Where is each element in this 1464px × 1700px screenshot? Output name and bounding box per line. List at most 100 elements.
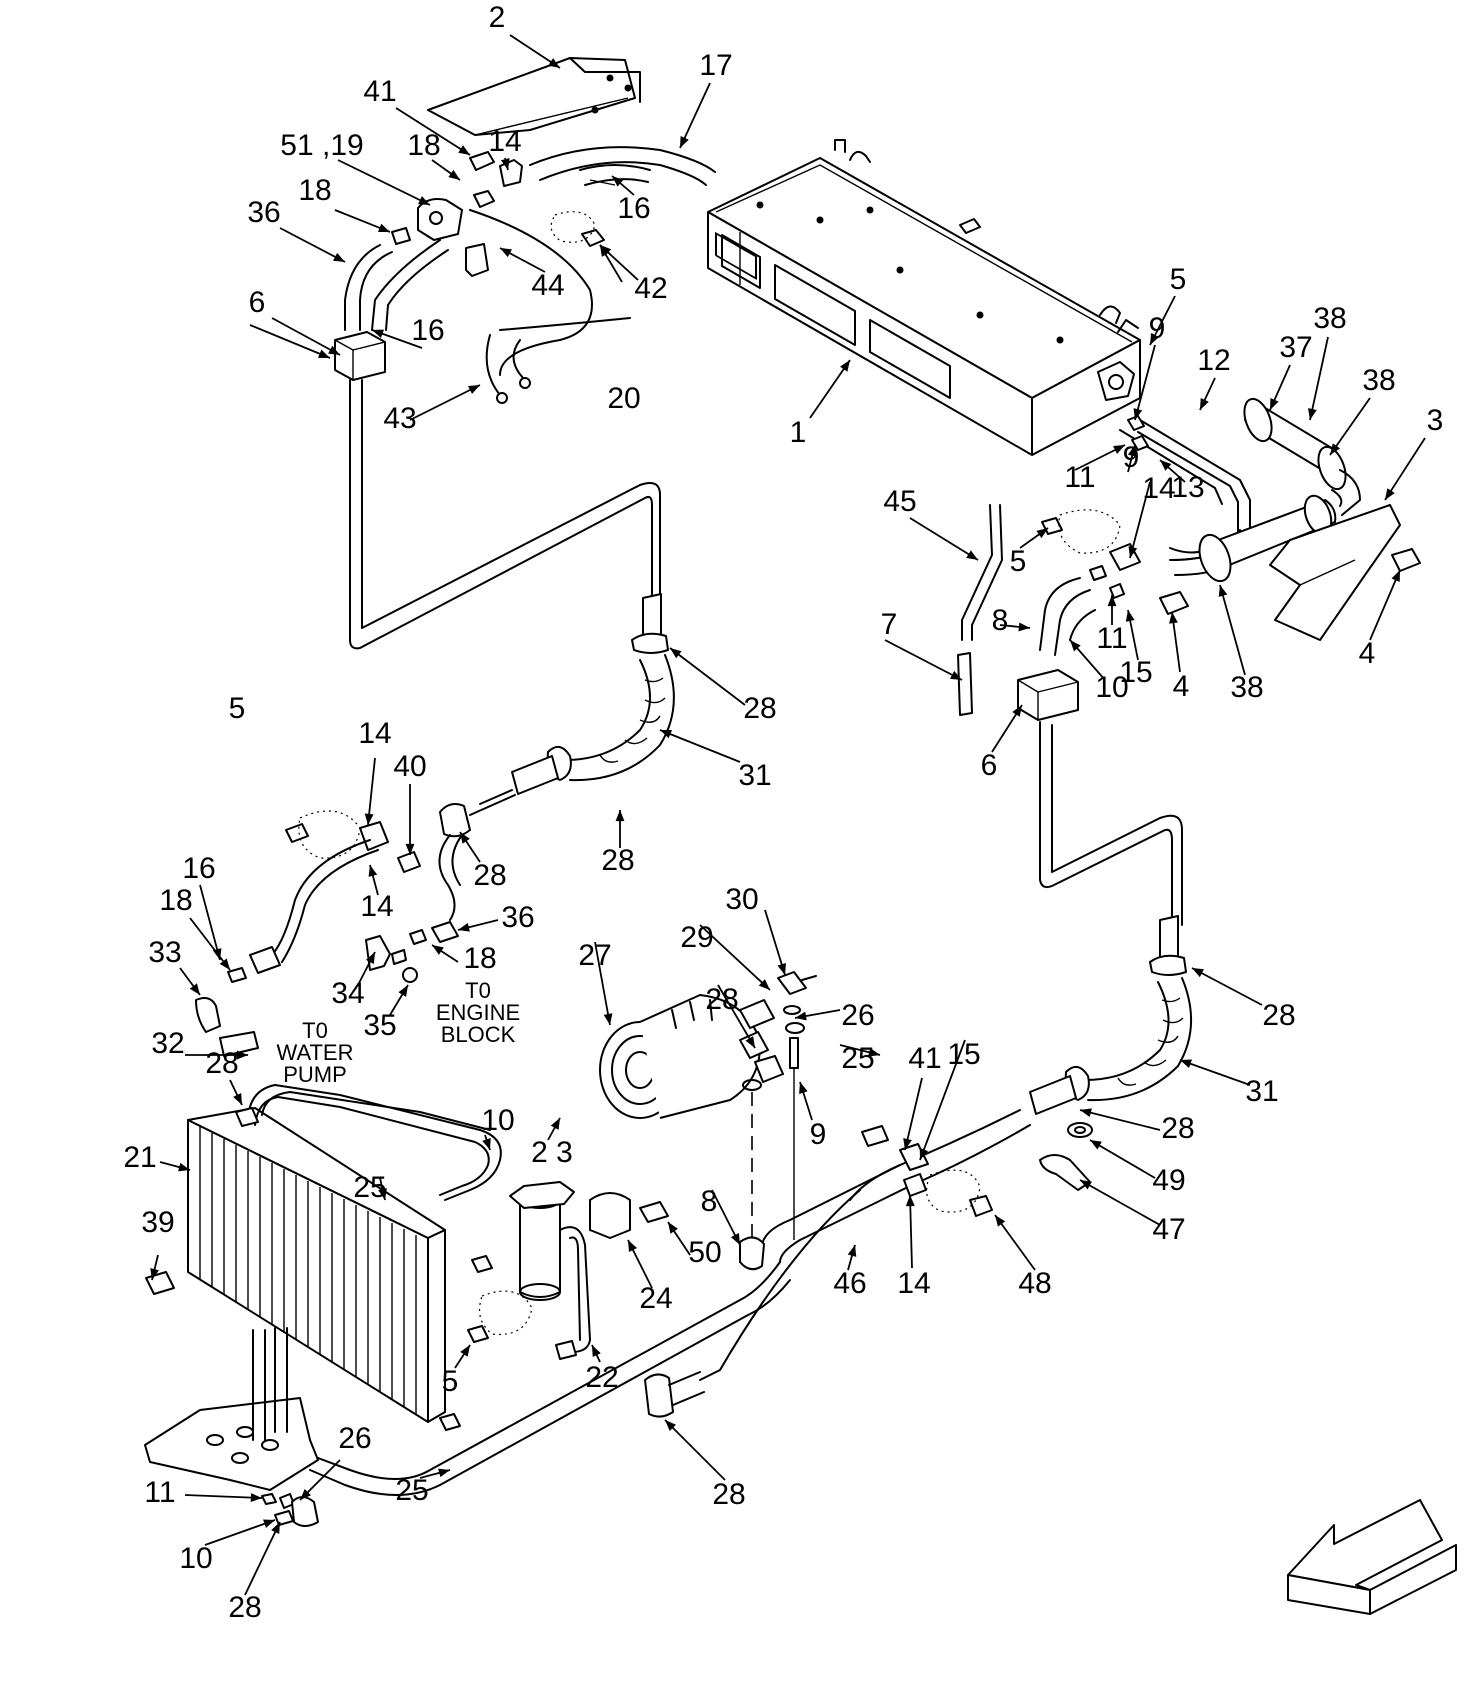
leader-line-20 xyxy=(1074,444,1126,471)
leader-line-82 xyxy=(909,517,979,561)
leader-line-21 xyxy=(1107,595,1117,625)
leader-line-18 xyxy=(482,1134,491,1151)
callout-label: 13 xyxy=(1171,471,1204,504)
callout-label: 4 xyxy=(1359,637,1376,670)
callout-label: 28 xyxy=(601,844,634,877)
callout-label: 12 xyxy=(1197,344,1230,377)
callout-label: 10 xyxy=(179,1542,212,1575)
callout-label: 17 xyxy=(699,49,732,82)
callout-label: 2 xyxy=(489,1,506,34)
evaporator-housing xyxy=(707,139,1141,456)
upper-bracket xyxy=(427,57,641,136)
leader-line-64 xyxy=(1179,1059,1251,1086)
leader-line-59 xyxy=(244,1521,281,1596)
callout-label: 24 xyxy=(639,1282,672,1315)
callout-label: 8 xyxy=(992,604,1009,637)
callout-label: 38 xyxy=(1313,302,1346,335)
leader-line-87 xyxy=(667,1221,691,1256)
callout-label: 31 xyxy=(738,759,771,792)
callout-label: 38 xyxy=(1362,364,1395,397)
leader-line-42 xyxy=(159,1161,191,1172)
leader-line-14 xyxy=(1133,344,1156,421)
callout-label: 11 xyxy=(1096,622,1127,655)
callout-label: 48 xyxy=(1018,1267,1051,1300)
svg-text:T0: T0 xyxy=(465,978,491,1003)
callout-label: 9 xyxy=(1123,441,1140,474)
callout-label: 36 xyxy=(247,196,280,229)
callout-label: 28 xyxy=(705,983,738,1016)
svg-text:T0: T0 xyxy=(302,1018,328,1043)
leader-line-68 xyxy=(389,984,409,1016)
leader-line-16 xyxy=(799,1081,813,1121)
callout-label: 26 xyxy=(841,999,874,1032)
callout-label: 18 xyxy=(159,884,192,917)
callout-label: 1 xyxy=(790,416,807,449)
callout-label: 5 xyxy=(442,1365,459,1398)
leader-line-40 xyxy=(337,159,431,206)
callout-label: 11 xyxy=(144,1476,175,1509)
leader-line-19 xyxy=(204,1519,276,1546)
callout-label: 6 xyxy=(981,749,998,782)
svg-text:BLOCK: BLOCK xyxy=(441,1022,516,1047)
callout-label: 14 xyxy=(488,125,521,158)
callout-label: 49 xyxy=(1152,1164,1185,1197)
leader-line-7 xyxy=(249,324,331,359)
callout-label: 28 xyxy=(205,1047,238,1080)
leader-line-81 xyxy=(499,247,546,273)
leader-line-72 xyxy=(1308,336,1329,421)
leader-line-55 xyxy=(1191,967,1263,1006)
callout-label: 25 xyxy=(841,1042,874,1075)
callout-label: 8 xyxy=(701,1185,718,1218)
callout-label: 31 xyxy=(1245,1075,1278,1108)
leader-line-76 xyxy=(405,784,415,855)
leader-line-74 xyxy=(1218,584,1246,676)
leader-line-37 xyxy=(334,209,391,233)
front-direction-arrow xyxy=(1287,1499,1457,1615)
leader-line-54 xyxy=(459,831,481,863)
leader-line-5 xyxy=(1149,295,1176,346)
leader-line-49 xyxy=(299,1459,341,1501)
leader-line-35 xyxy=(679,82,711,149)
callout-label: 15 xyxy=(947,1038,980,1071)
leader-line-86 xyxy=(1089,1139,1156,1179)
callout-label: 36 xyxy=(501,901,534,934)
leader-line-12 xyxy=(999,622,1031,632)
leader-line-79 xyxy=(599,244,639,281)
leader-line-53 xyxy=(615,810,625,848)
leader-line-71 xyxy=(1269,364,1291,411)
callout-label: 16 xyxy=(617,192,650,225)
parts-artwork xyxy=(144,57,1457,1615)
callout-label: 26 xyxy=(338,1422,371,1455)
leader-line-22 xyxy=(184,1493,263,1503)
leader-line-85 xyxy=(994,1214,1036,1271)
leader-line-46 xyxy=(378,1177,387,1201)
leader-line-26 xyxy=(364,757,376,826)
callout-label: 40 xyxy=(393,750,426,783)
callout-label: 10 xyxy=(1095,671,1128,704)
leader-line-32 xyxy=(611,175,635,196)
leader-line-63 xyxy=(659,729,741,763)
leader-line-9 xyxy=(271,317,341,356)
leader-line-57 xyxy=(229,1079,243,1106)
leader-line-27 xyxy=(368,864,379,896)
callout-label: 38 xyxy=(1230,671,1263,704)
callout-label: 35 xyxy=(363,1009,396,1042)
callout-label: 14 xyxy=(360,890,393,923)
callout-label: 29 xyxy=(680,921,713,954)
callout-label: 4 xyxy=(1173,670,1190,703)
callout-label: 18 xyxy=(463,942,496,975)
svg-text:WATER: WATER xyxy=(277,1040,354,1065)
leader-line-23 xyxy=(1199,377,1216,411)
callout-label: 37 xyxy=(1279,331,1312,364)
leader-line-17 xyxy=(1069,639,1106,681)
leader-line-61 xyxy=(699,924,771,991)
callout-label: 51 ,19 xyxy=(280,129,363,162)
callout-label: 21 xyxy=(123,1141,156,1174)
leader-line-70 xyxy=(457,919,499,932)
callout-labels: 1 2 3 4 4 5 5 5 5 6 6 7 8 8 9 9 9 10 10 … xyxy=(123,1,1443,1624)
callout-label: 20 xyxy=(607,382,640,415)
callout-label: 28 xyxy=(743,692,776,725)
callout-label: 10 xyxy=(481,1104,514,1137)
leader-line-58 xyxy=(664,1419,726,1481)
